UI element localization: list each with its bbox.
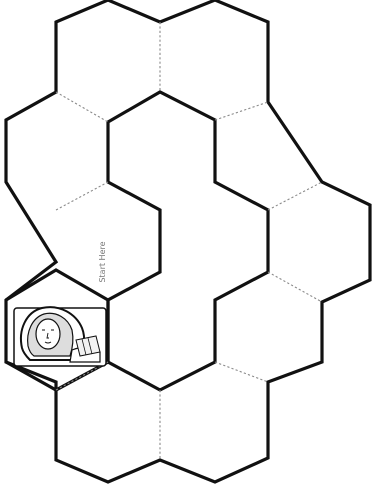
perf-line: [215, 102, 268, 120]
perf-line: [268, 182, 322, 210]
perforation-lines: [56, 22, 322, 460]
perf-line: [215, 362, 268, 382]
board-outline: [6, 0, 370, 482]
inner-channel-wall: [108, 92, 268, 390]
woman-portrait-icon: [14, 307, 106, 366]
perf-line: [56, 182, 108, 210]
perf-line: [56, 92, 108, 122]
start-here-label: Start Here: [98, 241, 107, 282]
perf-line: [268, 272, 322, 302]
